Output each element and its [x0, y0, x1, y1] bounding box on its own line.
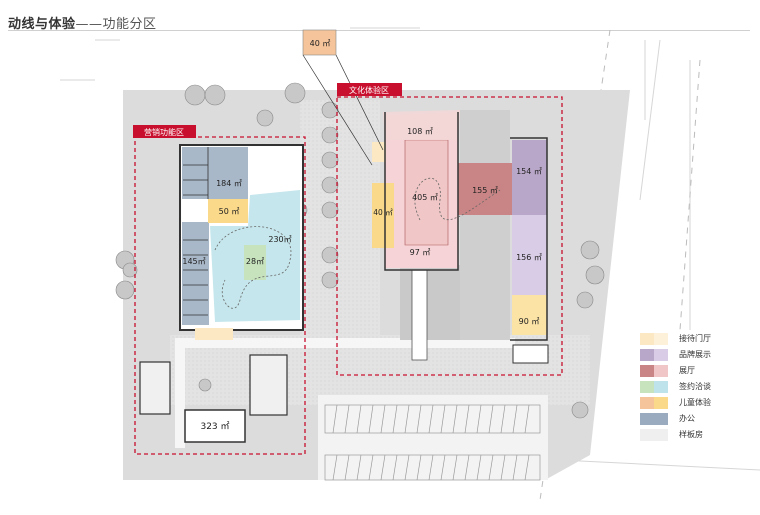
west-walkway	[175, 338, 185, 448]
marketing-zone-tag	[133, 125, 196, 138]
area-label: 40 ㎡	[373, 208, 393, 217]
model-house-2	[249, 354, 288, 416]
legend-swatch	[640, 429, 668, 441]
brand-156-room	[512, 215, 547, 295]
legend-label: 接待门厅	[679, 334, 711, 343]
reception-north	[383, 110, 460, 140]
legend-swatch	[640, 333, 668, 345]
legend-item-exhibition: 展厅	[640, 365, 750, 379]
area-label: 97 ㎡	[410, 248, 431, 257]
area-label: 155 ㎡	[472, 186, 498, 195]
remote-kids-room	[302, 29, 337, 56]
kids-50-room	[208, 199, 248, 223]
trees	[115, 82, 605, 419]
legend-label: 儿童体验	[679, 398, 711, 407]
area-label: 184 ㎡	[216, 179, 242, 188]
area-label: 90 ㎡	[519, 317, 540, 326]
parking-stalls	[324, 404, 541, 481]
page-title: 动线与体验——功能分区	[8, 13, 157, 32]
flow-path-right	[414, 177, 501, 221]
legend-label: 签约洽谈	[679, 382, 711, 391]
area-label: 145㎡	[182, 257, 205, 266]
office-184-room	[182, 147, 248, 199]
plaza-area	[300, 100, 380, 335]
area-label: 50 ㎡	[219, 207, 240, 216]
area-label: 156 ㎡	[516, 253, 542, 262]
area-label: 154 ㎡	[516, 167, 542, 176]
reception-small	[372, 142, 386, 162]
culture-zone-boundary	[336, 96, 563, 376]
model-house-323	[184, 409, 246, 443]
area-label: 28㎡	[246, 257, 264, 266]
legend-item-brand: 品牌展示	[640, 349, 750, 363]
legend-item-model-house: 样板房	[640, 429, 750, 443]
legend-item-reception: 接待门厅	[640, 333, 750, 347]
reception-90-room	[512, 295, 547, 335]
legend-swatch	[640, 349, 668, 361]
marketing-zone-boundary	[134, 136, 306, 455]
kids-40-room	[372, 183, 394, 248]
road-dashes	[539, 29, 701, 501]
title-main: 动线与体验	[8, 17, 76, 32]
parking-area	[318, 395, 548, 480]
office-145-room	[182, 222, 209, 325]
legend-label: 品牌展示	[679, 350, 711, 359]
legend-label: 展厅	[679, 366, 695, 375]
legend-swatch	[640, 381, 668, 393]
brand-154-room	[512, 140, 547, 215]
model-house-1	[139, 361, 171, 415]
legend-swatch	[640, 365, 668, 377]
title-sub: ——功能分区	[75, 17, 157, 32]
marketing-building	[179, 144, 304, 340]
legend-swatch	[640, 397, 668, 409]
legend-item-kids: 儿童体验	[640, 397, 750, 411]
culture-zone-tag	[337, 83, 402, 96]
legend-item-negotiation: 签约洽谈	[640, 381, 750, 395]
area-label: 108 ㎡	[407, 127, 433, 136]
area-label: 40 ㎡	[310, 39, 331, 48]
legend-item-office: 办公	[640, 413, 750, 427]
legend-swatch	[640, 413, 668, 425]
area-label: 405 ㎡	[412, 193, 438, 202]
culture-zone-label: 文化体验区	[349, 85, 389, 95]
hall-155-room	[458, 163, 513, 215]
legend-label: 办公	[679, 414, 695, 423]
leader-lines	[302, 54, 384, 166]
area-label: 323 ㎡	[200, 421, 229, 432]
negotiation-28-room	[244, 245, 266, 280]
area-label: 230㎡	[268, 235, 291, 244]
central-walkway	[180, 338, 515, 348]
marketing-entrance	[195, 328, 233, 340]
legend-label: 样板房	[679, 430, 703, 439]
title-divider	[8, 30, 750, 31]
marketing-zone-label: 营销功能区	[144, 127, 184, 137]
culture-building	[372, 110, 549, 364]
